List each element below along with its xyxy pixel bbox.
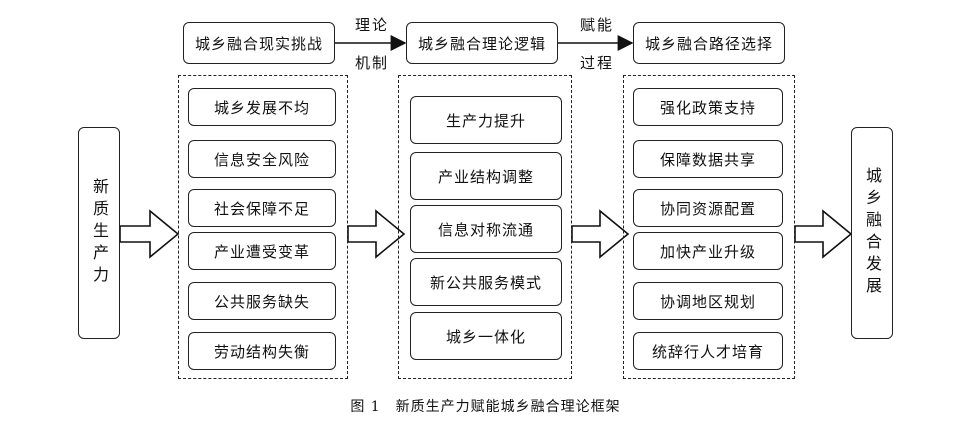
logic-item: 产业结构调整: [410, 152, 562, 200]
left-box-label: 新质生产力: [90, 178, 109, 288]
top-box-path: 城乡融合路径选择: [633, 22, 785, 64]
challenge-item: 劳动结构失衡: [188, 332, 336, 370]
top-box-challenge: 城乡融合现实挑战: [183, 22, 335, 64]
block-arrow-2: [347, 209, 406, 259]
arrow2-bottom-label: 过程: [580, 54, 615, 72]
path-item: 协同资源配置: [633, 189, 783, 227]
logic-group: [398, 75, 572, 379]
challenge-item: 城乡发展不均: [188, 88, 336, 126]
figure-caption: 图 1 新质生产力赋能城乡融合理论框架: [350, 399, 621, 415]
path-item: 强化政策支持: [633, 88, 783, 126]
arrow2-top-label: 赋能: [580, 16, 615, 34]
challenge-item: 社会保障不足: [188, 189, 336, 227]
paths-group: [623, 75, 795, 379]
challenge-item: 信息安全风险: [188, 140, 336, 178]
block-arrow-4: [794, 209, 853, 259]
block-arrow-1: [119, 209, 180, 259]
path-item: 保障数据共享: [633, 140, 783, 178]
block-arrow-3: [571, 209, 630, 259]
arrow1-bottom-label: 机制: [355, 54, 390, 72]
challenges-group: [178, 75, 348, 379]
right-box-label: 城乡融合发展: [863, 167, 882, 299]
logic-item: 生产力提升: [410, 96, 562, 144]
logic-item: 新公共服务模式: [410, 258, 562, 306]
right-box-urban-rural-development: 城乡融合发展: [851, 127, 893, 339]
arrow1-top-label: 理论: [355, 16, 390, 34]
path-item: 协调地区规划: [633, 282, 783, 320]
logic-item: 信息对称流通: [410, 205, 562, 253]
top-box-logic: 城乡融合理论逻辑: [406, 22, 558, 64]
path-item: 统辞行人才培育: [633, 332, 783, 370]
path-item: 加快产业升级: [633, 232, 783, 270]
logic-item: 城乡一体化: [410, 312, 562, 360]
challenge-item: 公共服务缺失: [188, 282, 336, 320]
challenge-item: 产业遭受变革: [188, 232, 336, 270]
left-box-new-productivity: 新质生产力: [78, 127, 120, 339]
